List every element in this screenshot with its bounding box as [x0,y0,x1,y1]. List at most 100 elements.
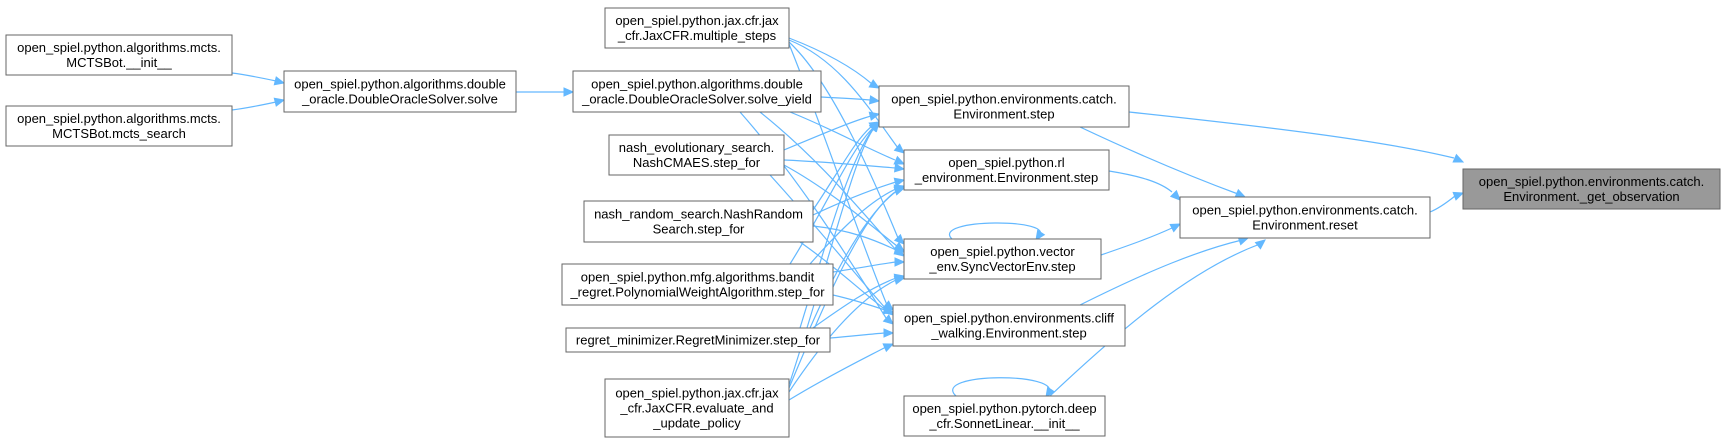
node-nash-cmaes[interactable]: nash_evolutionary_search.NashCMAES.step_… [608,134,785,176]
node-rl-env-step[interactable]: open_spiel.python.rl_environment.Environ… [903,149,1110,191]
node-label-line: open_spiel.python.environments.catch. [891,92,1116,107]
e-yield-rl [789,111,906,165]
e-rl-reset-line [1108,170,1173,193]
node-catch-reset[interactable]: open_spiel.python.environments.catch.Env… [1179,196,1431,239]
node-label-line: Search.step_for [653,222,745,237]
e-reg-vec-line [809,277,897,331]
node-box [561,263,834,306]
node-catch-step[interactable]: open_spiel.python.environments.catch.Env… [878,85,1130,128]
e-sonnet-reset-line [1049,243,1261,397]
e-cmaes-cliff-line [769,174,888,311]
node-box [1462,168,1721,210]
e-vec-reset-arrowhead [1169,223,1182,233]
e-jax-catch-arrowhead [868,79,881,89]
node-sonnet-init[interactable]: open_spiel.python.pytorch.deep_cfr.Sonne… [903,395,1106,437]
e-yield-catch-arrowhead [868,95,881,105]
e-mcts-init [231,72,286,86]
node-mcts-init[interactable]: open_spiel.python.algorithms.mcts.MCTSBo… [5,34,233,76]
e-sonnet-self [952,377,1056,399]
e-vec-reset [1100,223,1182,256]
e-cliff-reset [1079,236,1250,306]
node-box [604,7,790,49]
node-get-observation[interactable]: open_spiel.python.environments.catch.Env… [1462,168,1721,210]
e-jax-rl-line [788,39,899,149]
node-box [5,34,233,76]
e-rl-reset-arrowhead [1169,189,1181,201]
node-label-line: _walking.Environment.step [930,326,1086,341]
node-bandit-regret[interactable]: open_spiel.python.mfg.algorithms.bandit_… [561,263,834,306]
node-label-line: open_spiel.python.jax.cfr.jax [615,386,779,401]
node-label-line: open_spiel.python.pytorch.deep [912,401,1096,416]
node-label-line: open_spiel.python.vector [930,244,1075,259]
e-band-cliff-line [832,294,886,311]
e-rand-vec [812,225,906,255]
e-sonnet-reset [1049,239,1266,397]
e-vec-self-arrowhead [1035,229,1046,242]
e-catch-getobs-line [1128,111,1455,159]
node-box [572,70,822,113]
e-band-vec-arrowhead [894,257,906,267]
e-jax-catch-line [788,37,873,85]
e-rand-catch-line [812,125,873,211]
node-label-line: NashCMAES.step_for [633,155,761,170]
e-sonnet-self-line [952,377,1051,397]
e-eval-catch-arrowhead [869,121,880,133]
e-reg-cliff-arrowhead [883,328,895,338]
e-band-vec-line [832,261,897,273]
node-solve-yield[interactable]: open_spiel.python.algorithms.double_orac… [572,70,822,113]
node-label-line: open_spiel.python.environments.cliff [904,311,1114,326]
node-label-line: Environment.step [953,107,1054,122]
node-nash-random[interactable]: nash_random_search.NashRandomSearch.step… [583,200,814,243]
e-cmaes-rl-arrowhead [893,163,906,173]
e-catch-getobs [1128,111,1465,163]
node-oracle-solve[interactable]: open_spiel.python.algorithms.double_orac… [283,70,517,113]
e-eval-vec-line [788,279,897,393]
e-band-rl-line [809,187,899,265]
node-label-line: open_spiel.python.rl [948,155,1064,170]
e-jax-rl-arrowhead [893,143,905,154]
e-reset-getobs [1429,191,1465,213]
node-vector-env-step[interactable]: open_spiel.python.vector_env.SyncVectorE… [903,238,1102,280]
e-yield-catch-line [820,96,872,101]
e-eval-cliff-arrowhead [882,343,895,353]
node-label-line: open_spiel.python.environments.catch. [1479,174,1704,189]
node-mcts-search[interactable]: open_spiel.python.algorithms.mcts.MCTSBo… [5,105,233,147]
e-cliff-reset-line [1079,239,1243,306]
node-label-line: nash_random_search.NashRandom [594,207,803,222]
node-cliff-step[interactable]: open_spiel.python.environments.cliff_wal… [892,304,1126,347]
e-mcts-init-line [231,72,277,82]
node-jax-evaluate[interactable]: open_spiel.python.jax.cfr.jax_cfr.JaxCFR… [604,378,790,438]
node-label-line: _oracle.DoubleOracleSolver.solve [301,92,498,107]
node-label-line: open_spiel.python.environments.catch. [1192,203,1417,218]
e-jax-vec-line [788,41,899,239]
e-eval-rl-arrowhead [893,186,906,196]
node-label-line: _environment.Environment.step [914,170,1099,185]
e-sonnet-self-arrowhead [1045,386,1056,399]
e-band-cliff-arrowhead [882,305,895,315]
e-reg-cliff [829,328,895,339]
node-label-line: _regret.PolynomialWeightAlgorithm.step_f… [569,285,825,300]
e-rand-vec-arrowhead [893,245,906,255]
e-cmaes-vec-line [783,164,898,247]
node-box [903,238,1102,280]
node-regret-minimizer[interactable]: regret_minimizer.RegretMinimizer.step_fo… [565,327,831,353]
node-box [283,70,517,113]
node-box [565,327,831,353]
node-label-line: MCTSBot.__init__ [66,55,172,70]
node-box [1179,196,1431,239]
node-box [583,200,814,243]
node-label-line: _env.SyncVectorEnv.step [928,259,1075,274]
e-rand-rl-line [812,181,897,216]
node-box [5,105,233,147]
node-label-line: MCTSBot.mcts_search [52,126,186,141]
e-mcts-init-arrowhead [273,76,286,86]
node-jax-multiple-steps[interactable]: open_spiel.python.jax.cfr.jax_cfr.JaxCFR… [604,7,790,49]
e-yield-cliff-arrowhead [882,314,894,325]
e-yield-catch [820,95,881,105]
e-cmaes-rl-line [783,159,897,169]
e-catch-getobs-arrowhead [1452,153,1465,163]
e-yield-rl-arrowhead [893,155,906,165]
node-box [903,149,1110,191]
node-label-line: _cfr.JaxCFR.multiple_steps [617,28,777,43]
